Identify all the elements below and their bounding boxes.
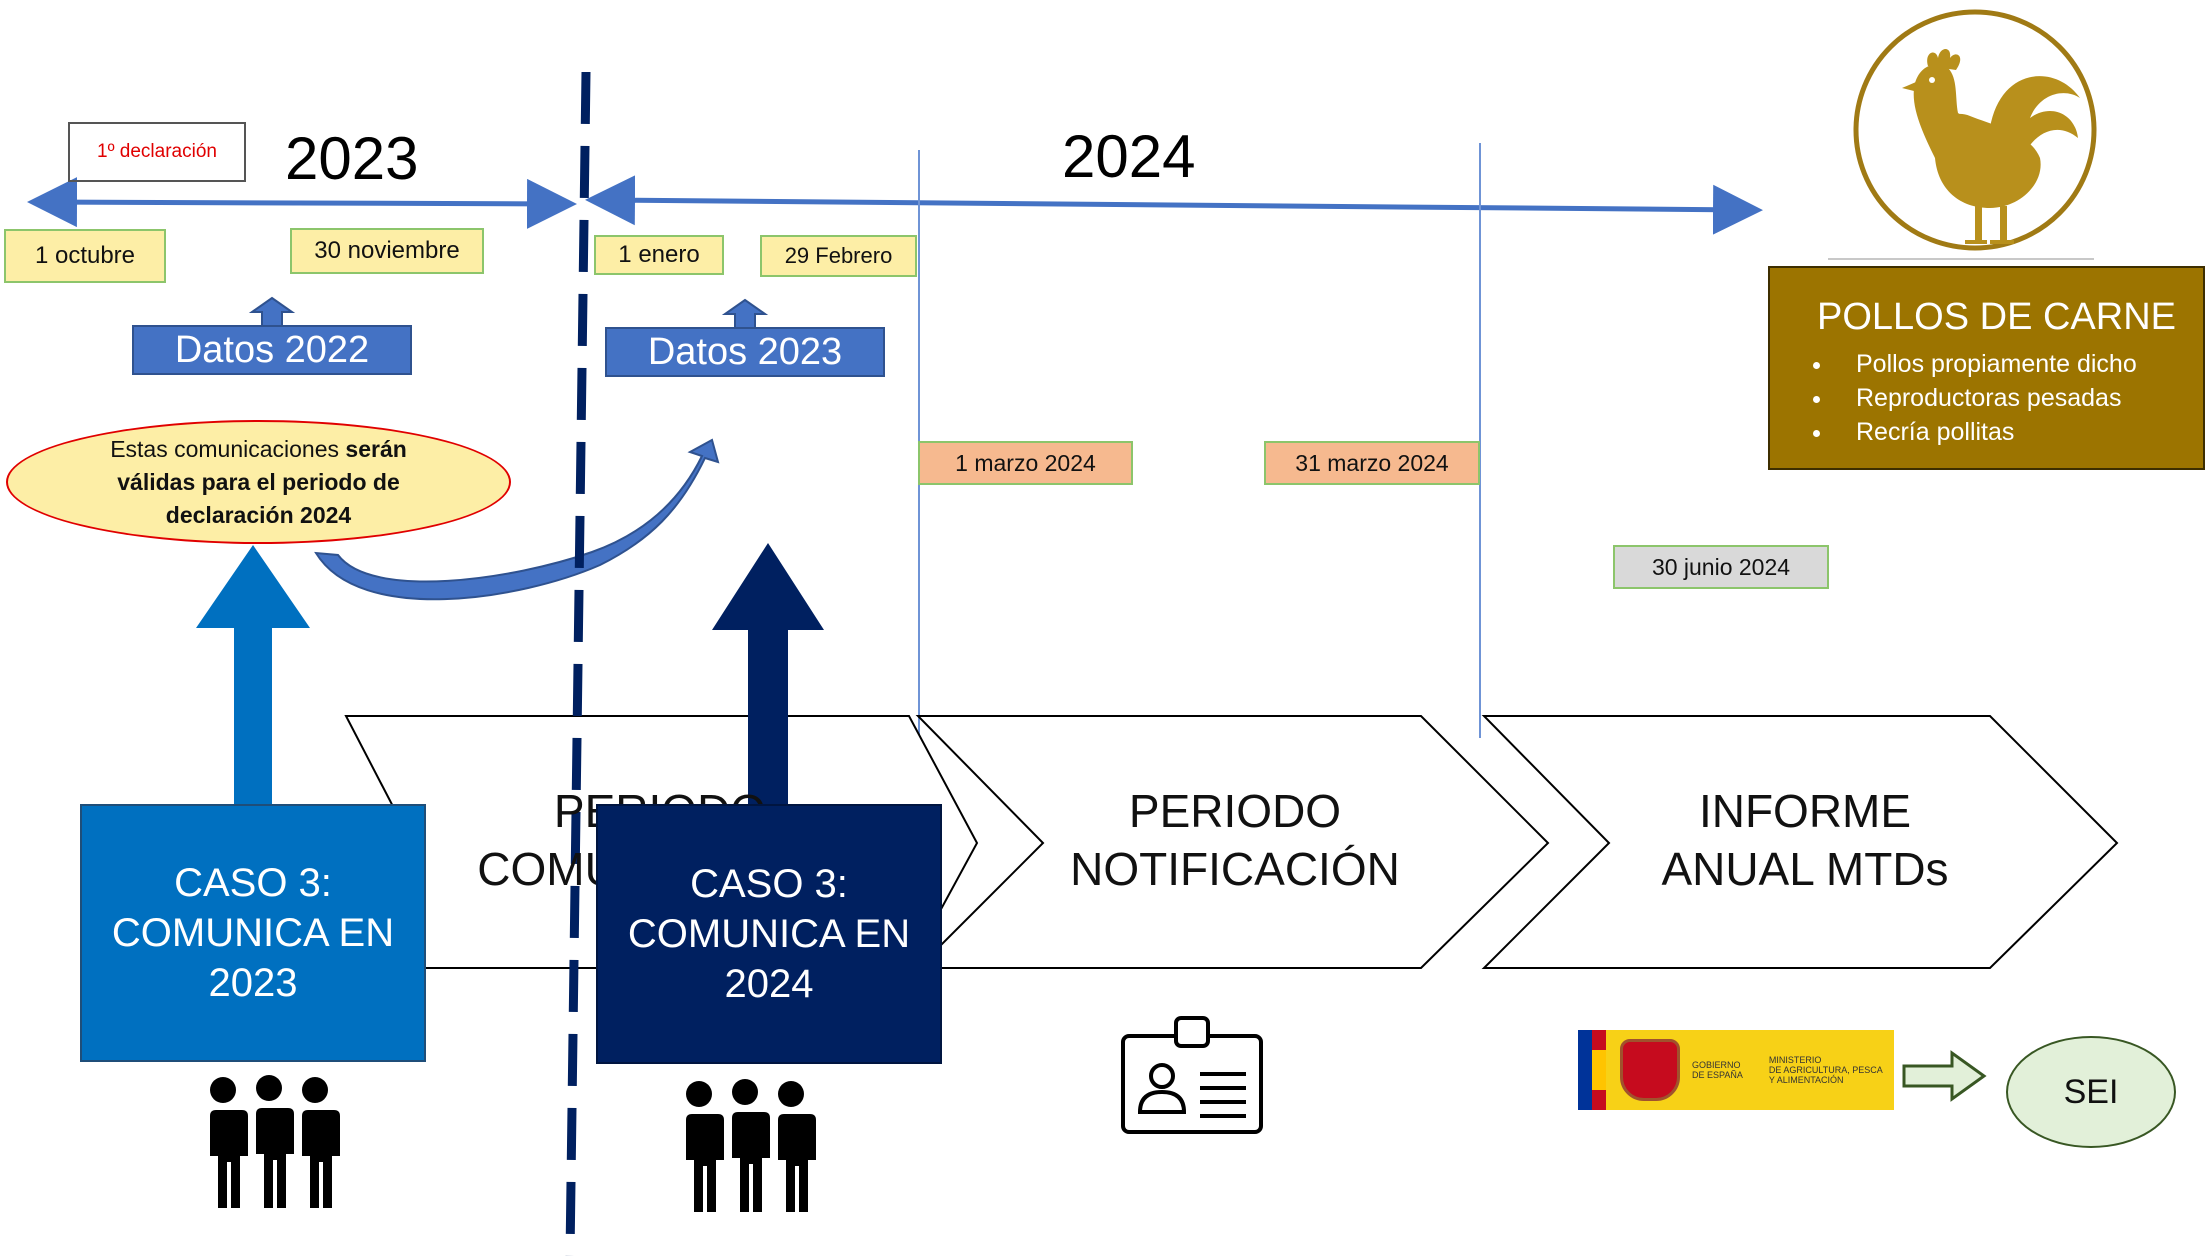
datos-2022-up-arrow — [248, 296, 296, 327]
date-30-noviembre: 30 noviembre — [290, 228, 484, 274]
sei-ellipse: SEI — [2006, 1036, 2176, 1148]
datos-2023-box: Datos 2023 — [605, 327, 885, 377]
rooster-logo — [1853, 9, 2097, 251]
date-1-octubre: 1 octubre — [4, 229, 166, 283]
spain-flag-strip — [1592, 1030, 1606, 1110]
pollos-title: POLLOS DE CARNE — [1817, 296, 2176, 338]
caso-2024-up-arrow — [712, 543, 824, 808]
people-group-icon — [680, 1079, 816, 1212]
datos-2023-up-arrow — [721, 298, 769, 329]
year-2024-label: 2024 — [1062, 123, 1196, 190]
eu-flag-strip — [1578, 1030, 1592, 1110]
pollos-item: Recría pollitas — [1834, 415, 2203, 449]
datos-2022-box: Datos 2022 — [132, 325, 412, 375]
note-line-1: Estas comunicaciones serán — [110, 435, 407, 462]
year-separator-dashed — [565, 71, 591, 1256]
note-line-2: válidas para el periodo de — [117, 468, 400, 495]
date-1-marzo-2024: 1 marzo 2024 — [918, 441, 1133, 485]
note-line-3: declaración 2024 — [165, 501, 352, 528]
gobierno-espana-logo: GOBIERNO DE ESPAÑA MINISTERIO DE AGRICUL… — [1578, 1030, 1894, 1110]
ministerio-text: MINISTERIO DE AGRICULTURA, PESCA Y ALIME… — [1768, 1055, 1883, 1085]
first-declaration-label: 1º declaración — [68, 122, 246, 182]
date-29-febrero: 29 Febrero — [760, 235, 917, 277]
date-1-enero: 1 enero — [594, 235, 724, 275]
pollos-de-carne-panel: POLLOS DE CARNE Pollos propiamente dicho… — [1768, 266, 2205, 470]
people-group-icon — [204, 1075, 340, 1208]
rooster-underline — [1828, 258, 2094, 260]
chevron-3-text: INFORME ANUAL MTDs — [1661, 785, 1949, 895]
pollos-list: Pollos propiamente dicho Reproductoras p… — [1770, 347, 2203, 449]
validity-note-ellipse: Estas comunicaciones serán válidas para … — [6, 420, 511, 544]
curved-arrow — [314, 438, 720, 601]
caso-2023-up-arrow — [196, 545, 310, 808]
date-30-junio-2024: 30 junio 2024 — [1613, 545, 1829, 589]
chevron-informe-anual — [1481, 715, 2119, 969]
gobierno-text: GOBIERNO DE ESPAÑA — [1692, 1060, 1743, 1080]
pollos-item: Reproductoras pesadas — [1834, 381, 2203, 415]
pollos-item: Pollos propiamente dicho — [1834, 347, 2203, 381]
year-2023-label: 2023 — [285, 125, 419, 192]
timeline-arrow-2023 — [27, 177, 577, 229]
caso-3-2024-box: CASO 3: COMUNICA EN 2024 — [596, 804, 942, 1064]
coat-of-arms-icon — [1620, 1039, 1680, 1101]
green-right-arrow — [1902, 1050, 1987, 1102]
id-card-icon — [1121, 1016, 1263, 1134]
caso-3-2023-box: CASO 3: COMUNICA EN 2023 — [80, 804, 426, 1062]
chevron-2-text: PERIODO NOTIFICACIÓN — [1070, 785, 1400, 895]
timeline-arrow-2024 — [585, 175, 1763, 235]
chevron-periodo-notificacion — [915, 715, 1550, 969]
date-31-marzo-2024: 31 marzo 2024 — [1264, 441, 1480, 485]
